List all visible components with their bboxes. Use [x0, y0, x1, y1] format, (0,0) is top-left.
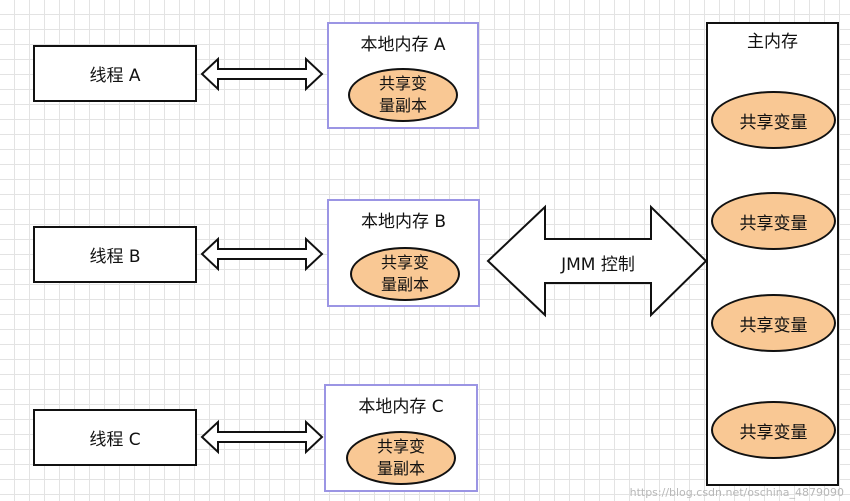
copy-c-line1: 共享变 [376, 437, 425, 456]
thread-c-label: 线程 C [89, 430, 141, 450]
thread-c-box: 线程 C [33, 409, 197, 466]
copy-b-line2: 量副本 [380, 275, 429, 294]
local-memory-a: 本地内存 A 共享变 量副本 [327, 22, 479, 129]
jmm-control-label: JMM 控制 [561, 255, 635, 275]
shared-variable-3: 共享变量 [711, 294, 836, 352]
thread-a-sync-arrow [200, 56, 324, 92]
shared-variable-copy-c: 共享变 量副本 [346, 431, 456, 485]
shared-variable-3-label: 共享变量 [739, 315, 808, 336]
thread-c-sync-arrow [200, 419, 324, 455]
copy-c-line2: 量副本 [376, 459, 425, 478]
thread-b-box: 线程 B [33, 226, 197, 283]
shared-variable-copy-b: 共享变 量副本 [350, 247, 460, 301]
main-memory-title: 主内存 [747, 32, 798, 52]
shared-variable-4: 共享变量 [711, 401, 836, 459]
thread-a-box: 线程 A [33, 45, 197, 102]
shared-variable-2: 共享变量 [711, 192, 836, 250]
watermark: https://blog.csdn.net/oschina_4879090 [629, 486, 844, 499]
shared-variable-copy-a: 共享变 量副本 [348, 68, 458, 122]
main-memory-box: 主内存 共享变量 共享变量 共享变量 共享变量 [706, 22, 839, 486]
thread-a-label: 线程 A [89, 66, 141, 86]
shared-variable-4-label: 共享变量 [739, 422, 808, 443]
shared-variable-1: 共享变量 [711, 91, 836, 149]
thread-b-label: 线程 B [89, 247, 141, 267]
copy-a-line1: 共享变 [378, 74, 427, 93]
local-memory-b: 本地内存 B 共享变 量副本 [327, 199, 480, 307]
copy-b-line1: 共享变 [380, 253, 429, 272]
shared-variable-2-label: 共享变量 [739, 213, 808, 234]
local-memory-b-title: 本地内存 B [360, 212, 447, 232]
copy-a-line2: 量副本 [378, 96, 427, 115]
local-memory-c-title: 本地内存 C [358, 397, 444, 417]
local-memory-a-title: 本地内存 A [360, 35, 446, 55]
local-memory-c: 本地内存 C 共享变 量副本 [324, 384, 478, 492]
thread-b-sync-arrow [200, 236, 324, 272]
shared-variable-1-label: 共享变量 [739, 112, 808, 133]
